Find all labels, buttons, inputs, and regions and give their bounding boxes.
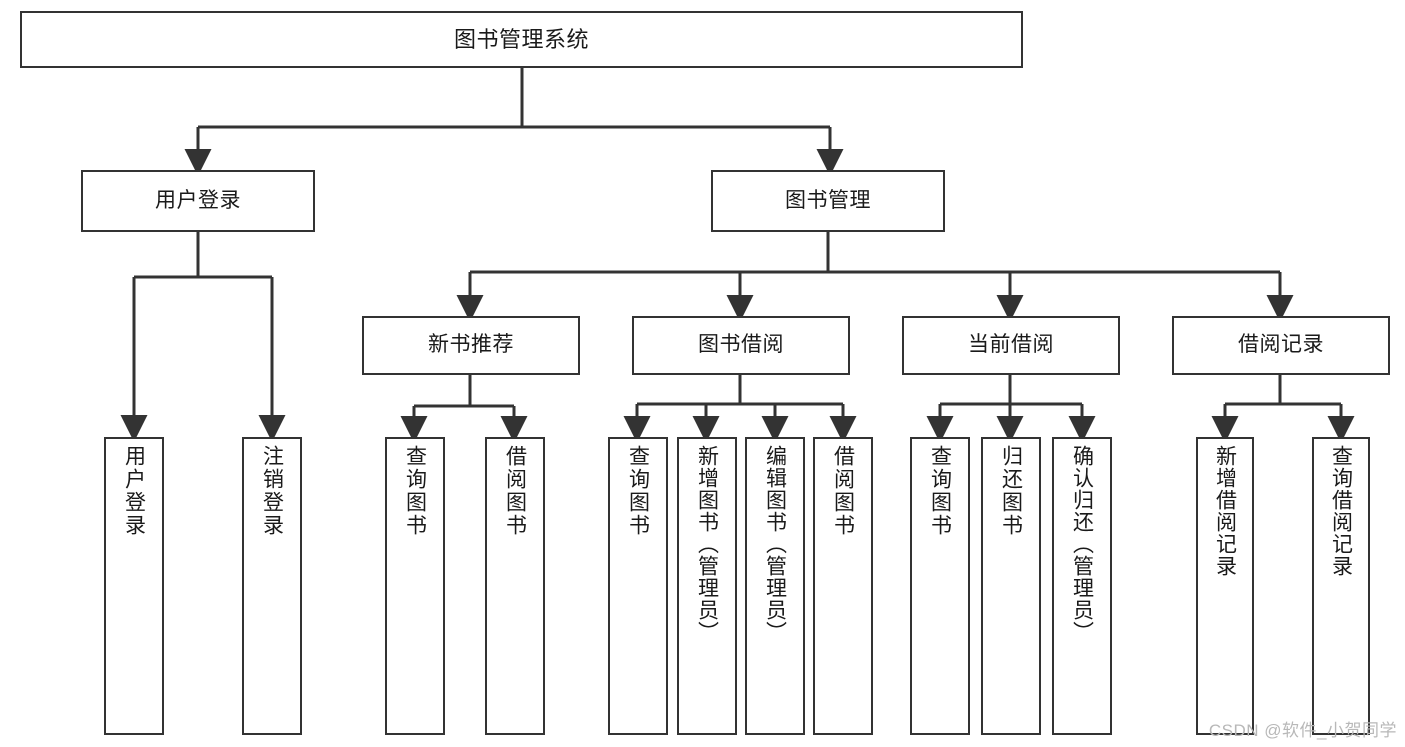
node-label: 注销登录	[260, 445, 284, 537]
node-new-book-recommend[interactable]: 新书推荐	[362, 316, 580, 375]
node-label: 当前借阅	[968, 333, 1054, 357]
leaf-borrow-book-new[interactable]: 借阅图书	[485, 437, 545, 735]
node-user-login[interactable]: 用户登录	[81, 170, 315, 232]
leaf-add-book-admin[interactable]: 新增图书（管理员）	[677, 437, 737, 735]
node-label: 借阅记录	[1238, 333, 1324, 357]
node-label: 用户登录	[122, 445, 146, 537]
node-label: 用户登录	[155, 188, 241, 212]
node-borrow-record[interactable]: 借阅记录	[1172, 316, 1390, 375]
node-label: 编辑图书（管理员）	[763, 445, 787, 643]
leaf-query-borrow-record[interactable]: 查询借阅记录	[1312, 437, 1370, 735]
node-book-management-system[interactable]: 图书管理系统	[20, 11, 1023, 68]
node-label: 查询图书	[626, 445, 650, 537]
node-current-borrow[interactable]: 当前借阅	[902, 316, 1120, 375]
node-label: 图书管理	[785, 188, 871, 212]
node-label: 查询借阅记录	[1329, 445, 1353, 577]
node-label: 图书借阅	[698, 333, 784, 357]
leaf-add-borrow-record[interactable]: 新增借阅记录	[1196, 437, 1254, 735]
node-book-borrow[interactable]: 图书借阅	[632, 316, 850, 375]
leaf-edit-book-admin[interactable]: 编辑图书（管理员）	[745, 437, 805, 735]
leaf-borrow-book[interactable]: 借阅图书	[813, 437, 873, 735]
node-label: 新书推荐	[428, 333, 514, 357]
leaf-user-login[interactable]: 用户登录	[104, 437, 164, 735]
leaf-query-book-borrow[interactable]: 查询图书	[608, 437, 668, 735]
node-label: 借阅图书	[503, 445, 527, 537]
watermark-text: CSDN @软件_小贺同学	[1208, 721, 1397, 740]
leaf-query-book-new[interactable]: 查询图书	[385, 437, 445, 735]
node-label: 图书管理系统	[453, 26, 589, 52]
node-label: 查询图书	[928, 445, 952, 537]
leaf-logout[interactable]: 注销登录	[242, 437, 302, 735]
node-book-management[interactable]: 图书管理	[711, 170, 945, 232]
leaf-query-book-current[interactable]: 查询图书	[910, 437, 970, 735]
leaf-confirm-return-admin[interactable]: 确认归还（管理员）	[1052, 437, 1112, 735]
leaf-return-book[interactable]: 归还图书	[981, 437, 1041, 735]
node-label: 借阅图书	[831, 445, 855, 537]
node-label: 新增图书（管理员）	[695, 445, 719, 643]
node-label: 归还图书	[999, 445, 1023, 537]
node-label: 新增借阅记录	[1213, 445, 1237, 577]
node-label: 确认归还（管理员）	[1070, 445, 1094, 643]
node-label: 查询图书	[403, 445, 427, 537]
